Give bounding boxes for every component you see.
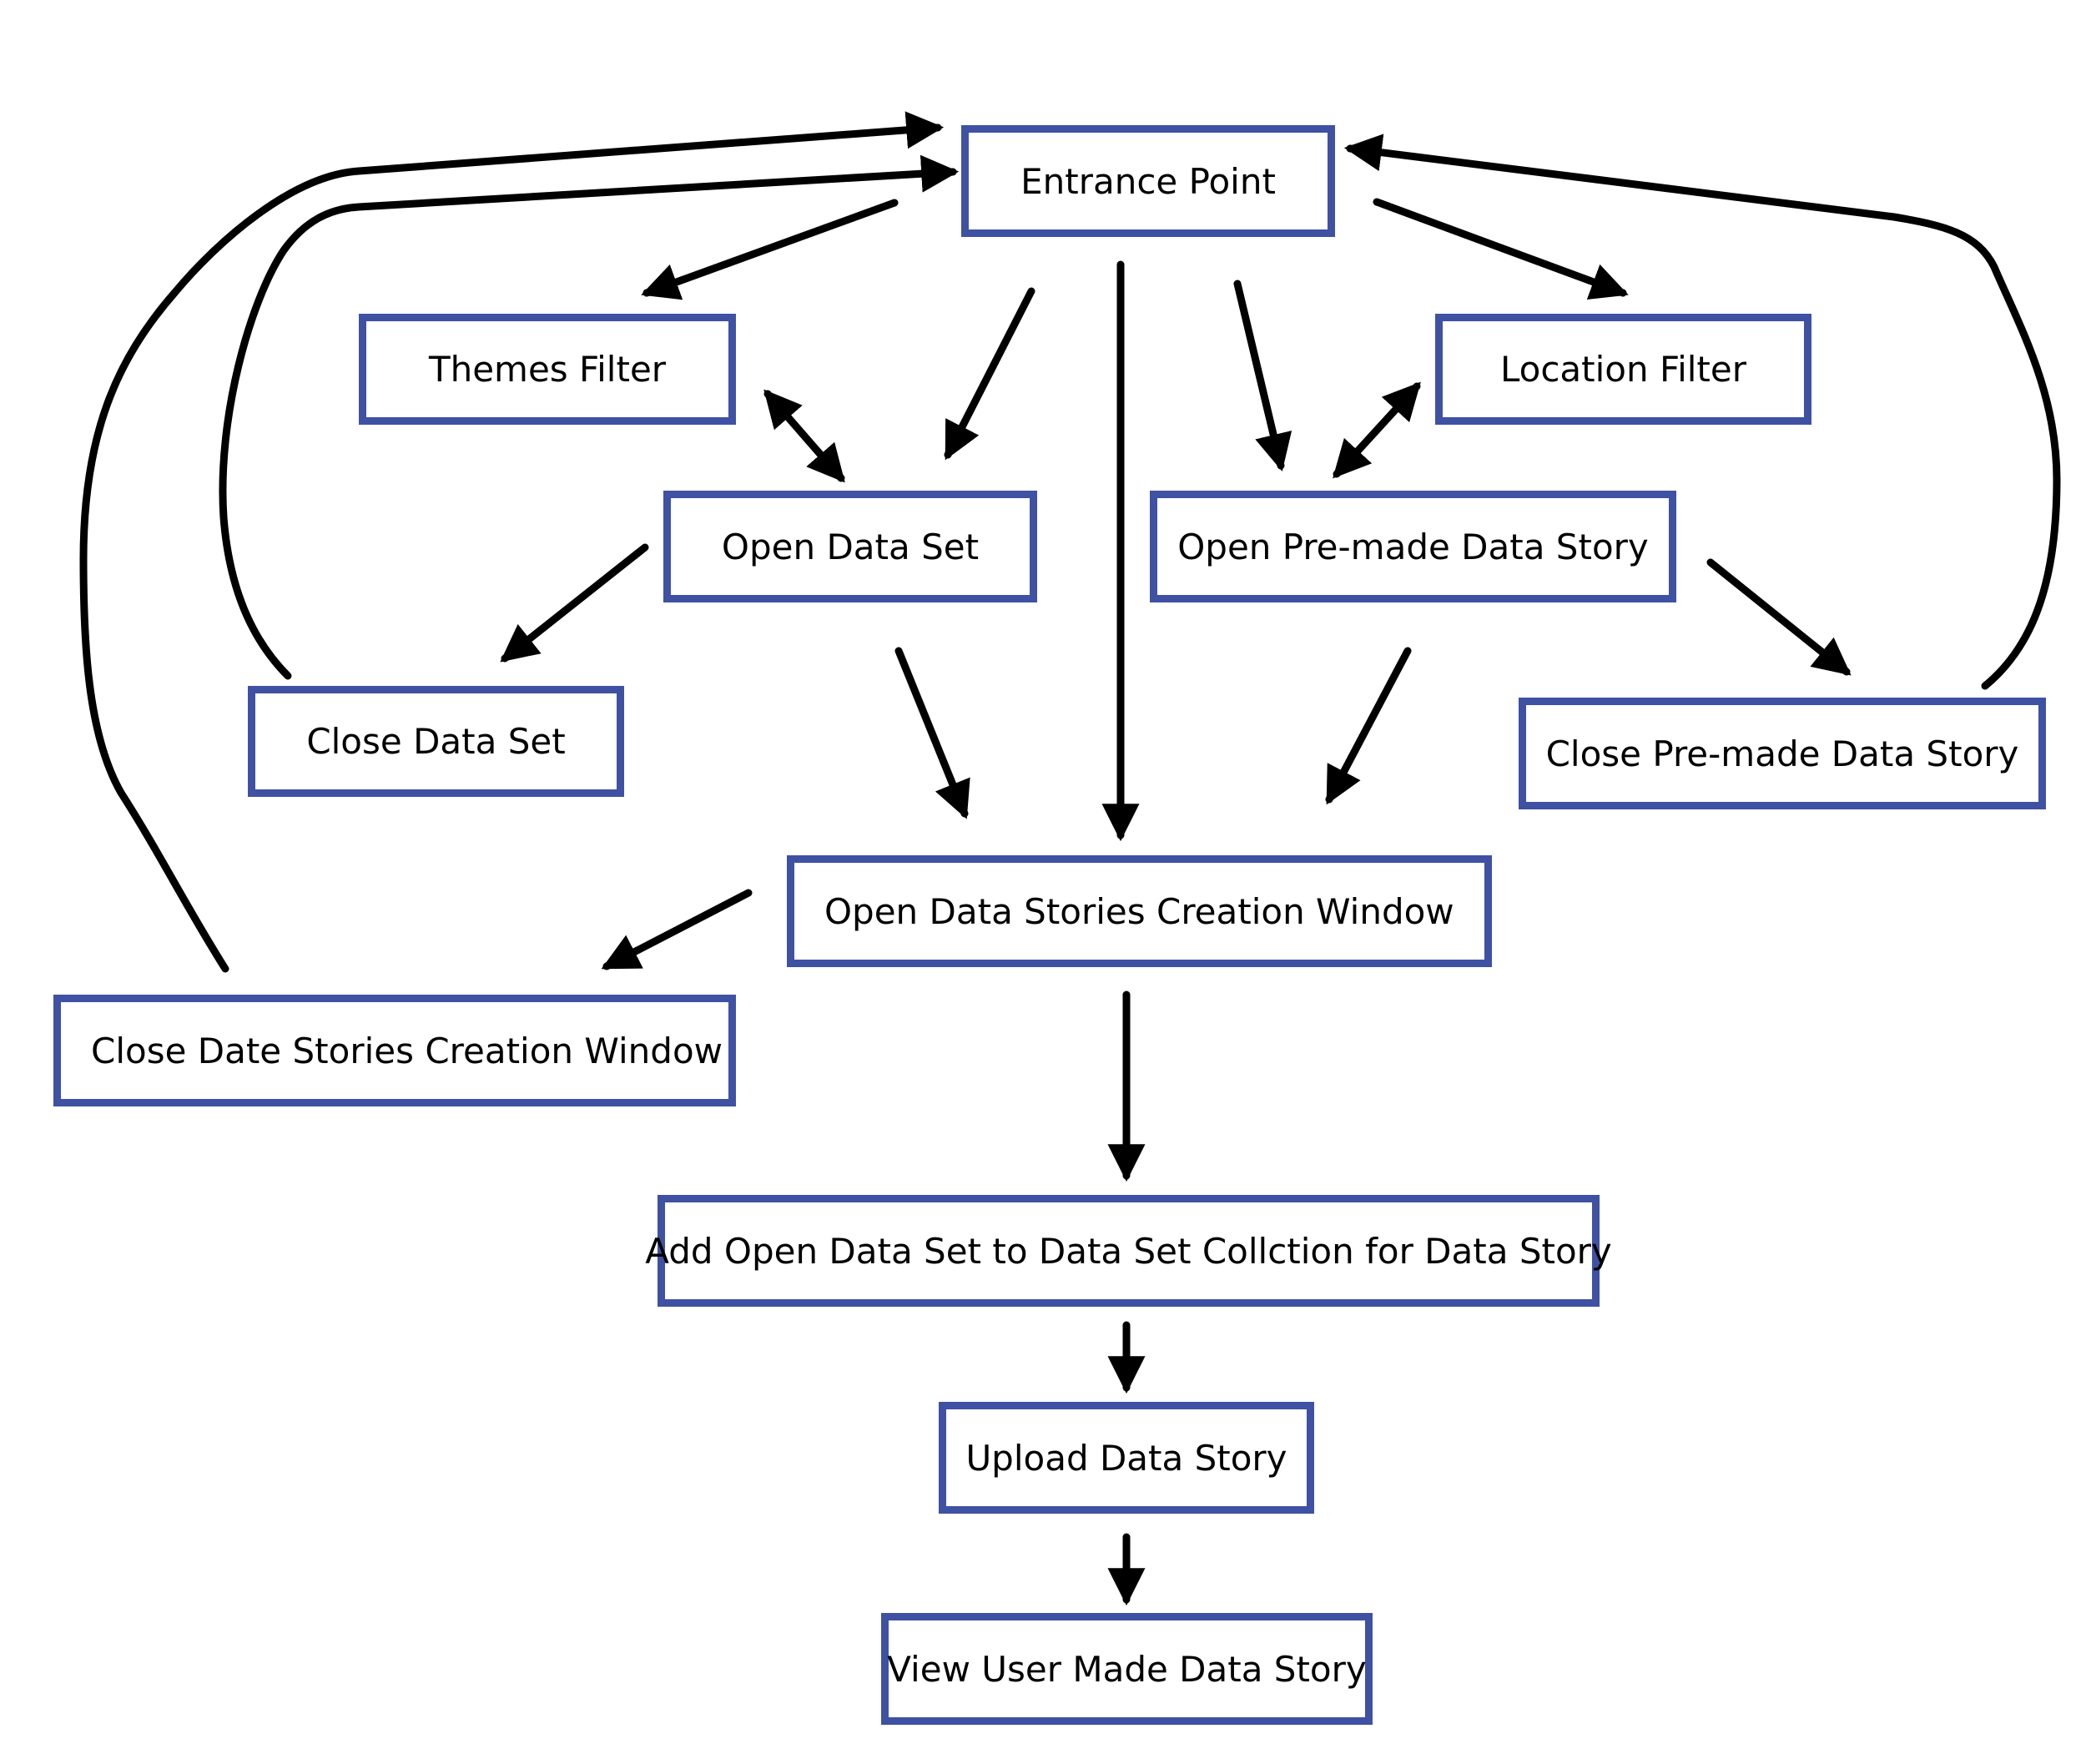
- open-premade-data-story-label: Open Pre-made Data Story: [1177, 526, 1649, 567]
- upload-data-story-label: Upload Data Story: [965, 1437, 1287, 1479]
- arrow-themes-open-data-set-two-way: [763, 389, 845, 483]
- themes-filter-node: Themes Filter: [359, 314, 736, 425]
- arrow-location-open-premade-two-way: [1333, 381, 1421, 479]
- view-user-made-data-story-label: View User Made Data Story: [887, 1648, 1367, 1690]
- close-premade-data-story-label: Close Pre-made Data Story: [1545, 733, 2019, 774]
- location-filter-node: Location Filter: [1435, 314, 1811, 425]
- arrow-open-premade-to-open-creation: [1325, 647, 1412, 805]
- arrow-entrance-to-themes: [641, 199, 899, 300]
- close-date-stories-creation-window-node: Close Date Stories Creation Window: [53, 995, 736, 1106]
- open-premade-data-story-node: Open Pre-made Data Story: [1150, 491, 1676, 602]
- open-data-set-node: Open Data Set: [663, 491, 1037, 602]
- arrow-entrance-to-location: [1373, 198, 1629, 300]
- close-data-set-node: Close Data Set: [248, 686, 624, 797]
- entrance-point-label: Entrance Point: [1020, 160, 1276, 202]
- arrow-open-data-set-to-open-creation: [894, 647, 970, 819]
- arrow-open-creation-to-close-creation: [601, 889, 753, 970]
- arrow-close-premade-return-to-entrance: [1343, 134, 2061, 690]
- arrow-close-creation-return-to-entrance: [79, 111, 945, 973]
- add-open-data-set-label: Add Open Data Set to Data Set Collction …: [645, 1230, 1612, 1272]
- open-data-set-label: Open Data Set: [721, 526, 980, 567]
- themes-filter-label: Themes Filter: [428, 349, 667, 390]
- arrow-entrance-to-open-data-set: [944, 287, 1035, 461]
- add-open-data-set-node: Add Open Data Set to Data Set Collction …: [645, 1195, 1612, 1307]
- arrow-close-data-set-return-to-entrance: [219, 154, 960, 680]
- arrow-entrance-to-open-premade: [1233, 280, 1292, 472]
- arrow-open-data-set-to-close-data-set: [500, 543, 649, 663]
- entrance-point-node: Entrance Point: [961, 125, 1335, 237]
- close-date-stories-creation-window-label: Close Date Stories Creation Window: [91, 1030, 723, 1071]
- close-data-set-label: Close Data Set: [306, 721, 566, 762]
- upload-data-story-node: Upload Data Story: [939, 1402, 1314, 1514]
- view-user-made-data-story-node: View User Made Data Story: [881, 1613, 1373, 1725]
- close-premade-data-story-node: Close Pre-made Data Story: [1519, 698, 2046, 809]
- open-data-stories-creation-window-label: Open Data Stories Creation Window: [824, 890, 1454, 932]
- arrow-open-premade-to-close-premade: [1706, 558, 1852, 676]
- location-filter-label: Location Filter: [1499, 349, 1746, 390]
- open-data-stories-creation-window-node: Open Data Stories Creation Window: [787, 855, 1492, 967]
